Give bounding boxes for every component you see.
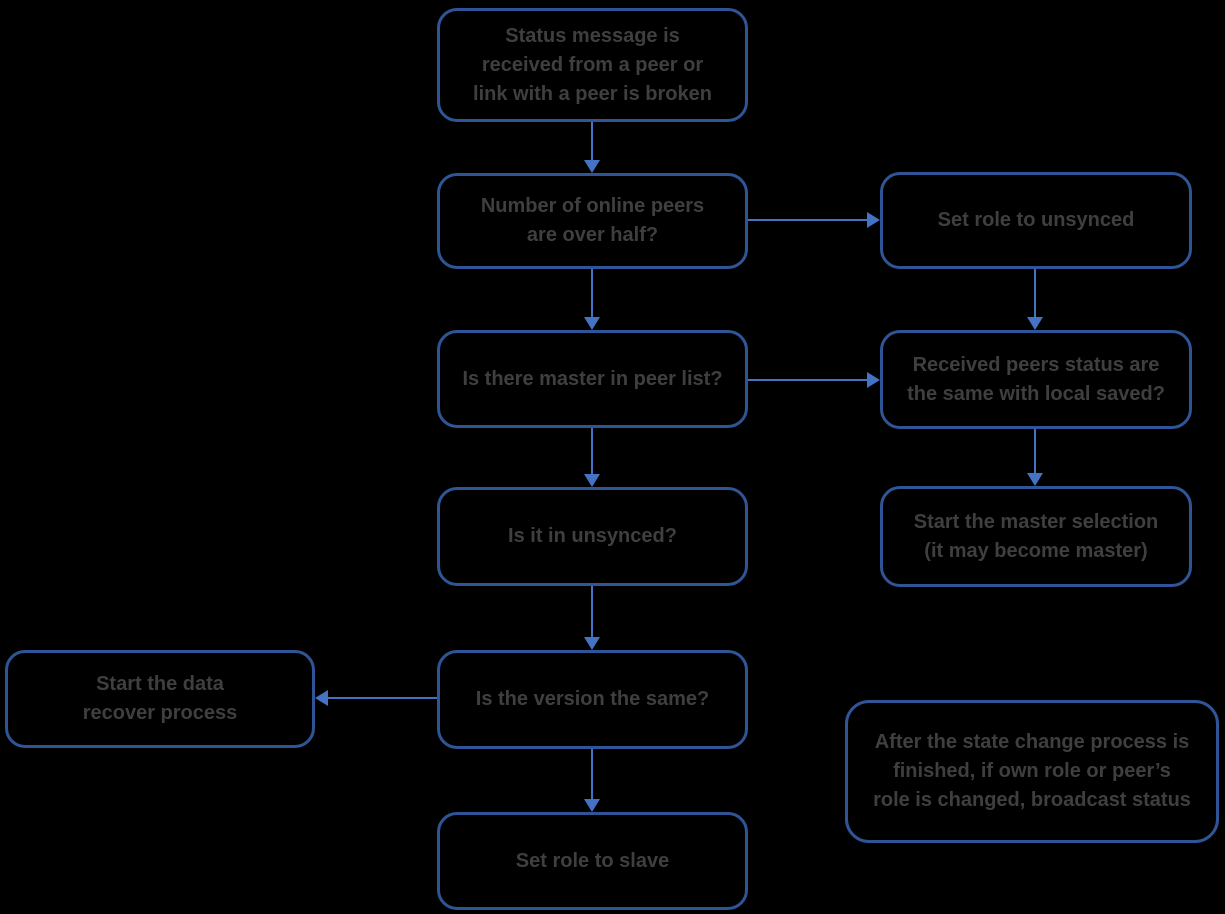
edge-version-to-recover-line (328, 697, 437, 699)
edge-peers-to-master-line (591, 269, 593, 318)
edge-isunsynced-to-version-line (591, 586, 593, 638)
edge-master-to-received-arrowhead-icon (867, 372, 880, 388)
node-master-in-peer-list: Is there master in peer list? (437, 330, 748, 428)
node-set-role-slave: Set role to slave (437, 812, 748, 910)
node-is-it-unsynced: Is it in unsynced? (437, 487, 748, 586)
node-version-same: Is the version the same? (437, 650, 748, 749)
node-received-status-same: Received peers status are the same with … (880, 330, 1192, 429)
edge-peers-to-unsynced-line (748, 219, 868, 221)
node-broadcast-status-note: After the state change process is finish… (845, 700, 1219, 843)
edge-unsynced-to-received-arrowhead-icon (1027, 317, 1043, 330)
node-set-role-unsynced: Set role to unsynced (880, 172, 1192, 269)
edge-version-to-slave-arrowhead-icon (584, 799, 600, 812)
edge-version-to-slave-line (591, 749, 593, 799)
edge-master-to-isunsynced-line (591, 428, 593, 475)
edge-version-to-recover-arrowhead-icon (315, 690, 328, 706)
node-status-message-received: Status message is received from a peer o… (437, 8, 748, 122)
edge-unsynced-to-received-line (1034, 269, 1036, 318)
node-peers-over-half: Number of online peers are over half? (437, 173, 748, 269)
edge-start-to-peers-line (591, 122, 593, 161)
edge-isunsynced-to-version-arrowhead-icon (584, 637, 600, 650)
node-start-master-selection: Start the master selection (it may becom… (880, 486, 1192, 587)
node-start-data-recover: Start the data recover process (5, 650, 315, 748)
edge-received-to-selection-arrowhead-icon (1027, 473, 1043, 486)
edge-peers-to-master-arrowhead-icon (584, 317, 600, 330)
edge-start-to-peers-arrowhead-icon (584, 160, 600, 173)
edge-received-to-selection-line (1034, 429, 1036, 474)
edge-peers-to-unsynced-arrowhead-icon (867, 212, 880, 228)
edge-master-to-received-line (748, 379, 868, 381)
edge-master-to-isunsynced-arrowhead-icon (584, 474, 600, 487)
